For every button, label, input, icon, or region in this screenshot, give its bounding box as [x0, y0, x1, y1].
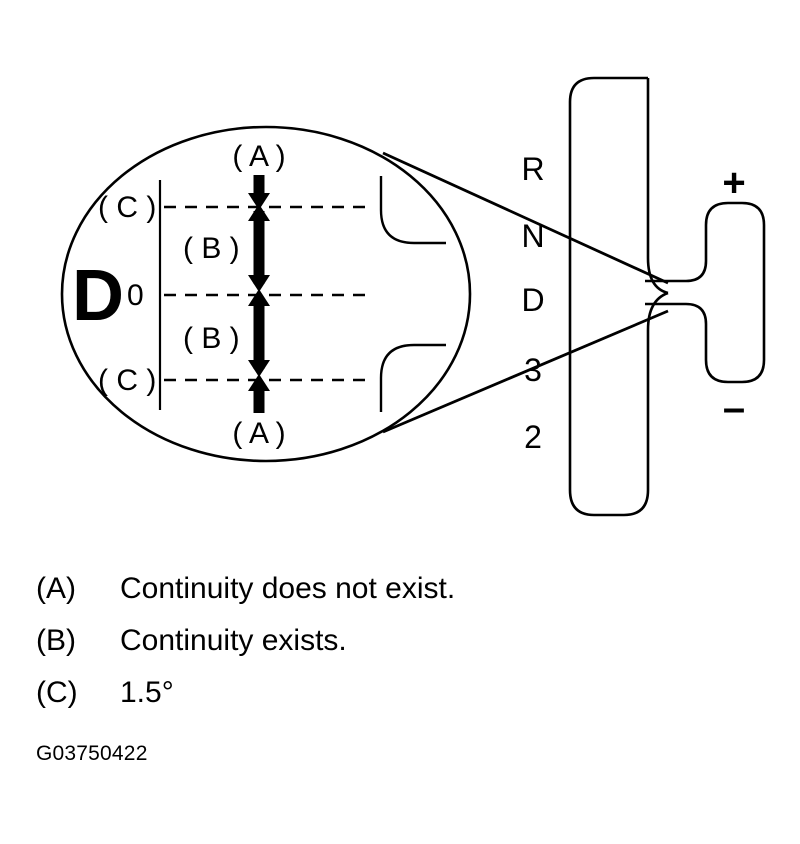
- callout-label-c-lower: ( C ): [98, 364, 156, 397]
- arrow-b-upper: [248, 204, 270, 292]
- legend-text-a: Continuity does not exist.: [120, 572, 456, 605]
- gear-position-label-3: 3: [524, 352, 542, 388]
- shift-gate-neck-upper: [646, 257, 669, 295]
- arrow-a-bottom: [248, 374, 270, 413]
- callout-label-a-top: ( A ): [232, 140, 285, 173]
- gear-position-label-d: D: [521, 282, 544, 318]
- legend-text-b: Continuity exists.: [120, 624, 347, 657]
- side-gate-upper-arm: [645, 201, 766, 384]
- magnifier-ellipse: [60, 125, 472, 463]
- side-gate-label-minus: –: [723, 386, 745, 430]
- legend-key-a: (A): [36, 572, 76, 605]
- legend-text-c: 1.5°: [120, 676, 174, 709]
- gear-label-d-magnified: D: [72, 256, 124, 336]
- gear-position-label-2: 2: [524, 419, 542, 455]
- legend: (A) Continuity does not exist. (B) Conti…: [36, 572, 636, 728]
- legend-item-c: (C) 1.5°: [36, 676, 636, 728]
- shift-gate-main-track-left-wall: [568, 76, 650, 517]
- callout-label-b-upper: ( B ): [183, 232, 240, 265]
- legend-item-a: (A) Continuity does not exist.: [36, 572, 636, 624]
- legend-key-b: (B): [36, 624, 76, 657]
- gear-position-label-n: N: [521, 218, 544, 254]
- legend-item-b: (B) Continuity exists.: [36, 624, 636, 676]
- magnified-gate-wall-upper: [379, 176, 446, 245]
- magnified-gate-wall-lower: [379, 343, 446, 412]
- arrow-b-lower: [248, 289, 270, 377]
- legend-key-c: (C): [36, 676, 78, 709]
- callout-connector-upper: [382, 151, 669, 285]
- shift-gate-neck-lower: [646, 291, 669, 331]
- figure-reference-code: G03750422: [36, 742, 148, 765]
- callout-label-b-lower: ( B ): [183, 322, 240, 355]
- callout-connector-lower: [382, 309, 669, 434]
- gear-label-d-subscript: 0: [127, 279, 144, 312]
- gear-position-label-r: R: [521, 151, 544, 187]
- arrow-a-top: [248, 175, 270, 210]
- callout-label-c-upper: ( C ): [98, 191, 156, 224]
- side-gate-label-plus: +: [722, 161, 745, 205]
- callout-label-a-bottom: ( A ): [232, 417, 285, 450]
